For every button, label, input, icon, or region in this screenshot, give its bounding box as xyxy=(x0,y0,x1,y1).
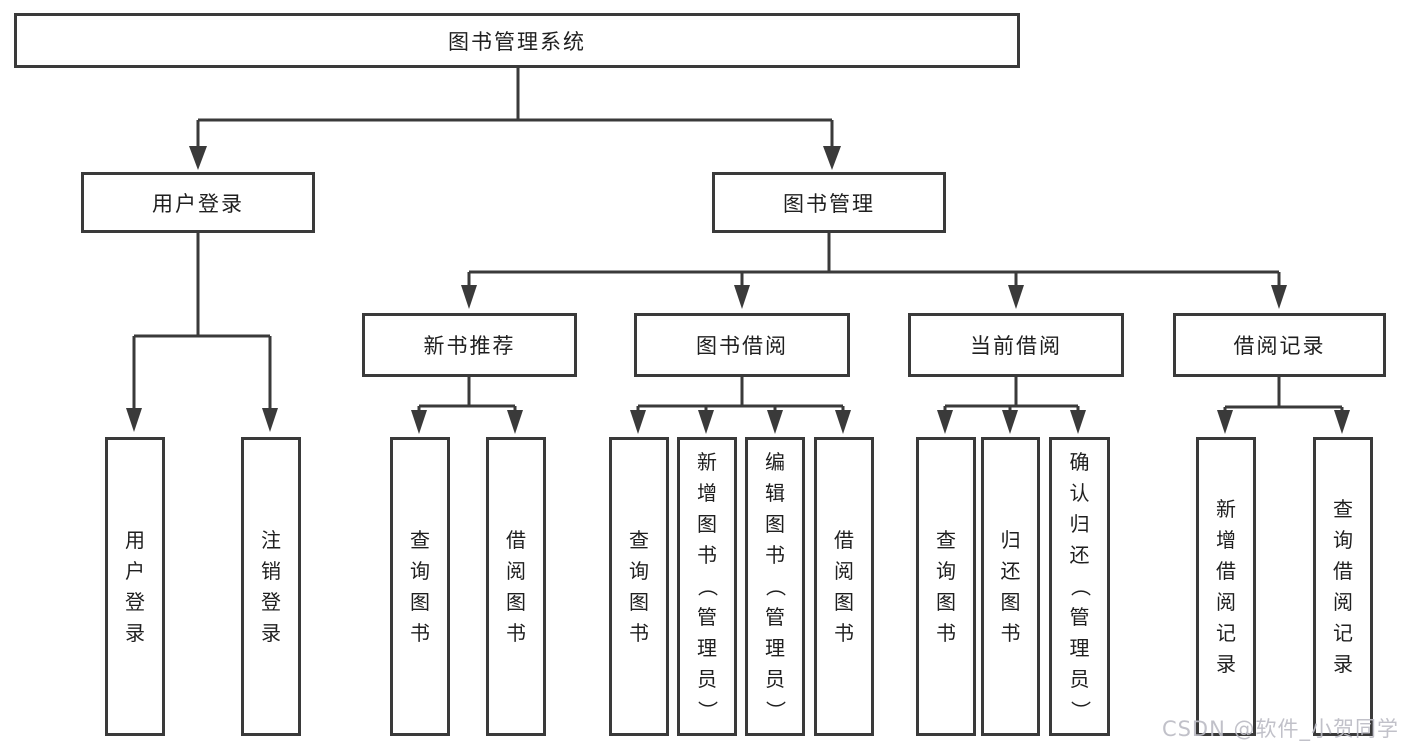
node-current-borrow-label: 当前借阅 xyxy=(970,334,1062,358)
connector-book-borrow-to-leaves xyxy=(630,377,851,434)
leaf-borrow-books-recommend: 借阅图书 xyxy=(486,437,546,736)
leaf-add-books-admin: 新增图书（管理员） xyxy=(677,437,737,736)
leaf-query-books-recommend: 查询图书 xyxy=(390,437,450,736)
leaf-query-borrow-record: 查询借阅记录 xyxy=(1313,437,1373,736)
node-library-system-label: 图书管理系统 xyxy=(448,29,586,54)
csdn-watermark: CSDN @软件_小贺同学 xyxy=(1161,717,1399,741)
node-book-borrow: 图书借阅 xyxy=(634,313,850,377)
connector-borrow-records-to-leaves xyxy=(1217,377,1350,434)
leaf-query-books-recommend-label: 查询图书 xyxy=(410,527,430,645)
connector-user-login-to-leaves xyxy=(126,233,278,432)
node-new-book-recommend-label: 新书推荐 xyxy=(423,334,516,358)
leaf-return-books-label: 归还图书 xyxy=(1000,527,1021,645)
leaf-add-borrow-record: 新增借阅记录 xyxy=(1196,437,1256,736)
node-book-management: 图书管理 xyxy=(712,172,946,233)
node-borrow-records-label: 借阅记录 xyxy=(1233,334,1326,358)
leaf-query-borrow-record-label: 查询借阅记录 xyxy=(1333,496,1353,676)
node-book-management-label: 图书管理 xyxy=(783,191,875,216)
connector-root-to-level2 xyxy=(189,67,841,170)
leaf-borrow-books-label: 借阅图书 xyxy=(834,527,854,645)
node-new-book-recommend: 新书推荐 xyxy=(362,313,577,377)
leaf-edit-books-admin-label: 编辑图书（管理员） xyxy=(763,450,788,721)
leaf-confirm-return-admin-label: 确认归还（管理员） xyxy=(1068,450,1092,721)
leaf-user-login-label: 用户登录 xyxy=(125,527,145,645)
node-book-borrow-label: 图书借阅 xyxy=(696,334,788,358)
node-borrow-records: 借阅记录 xyxy=(1173,313,1386,377)
connector-current-borrow-to-leaves xyxy=(937,377,1086,434)
leaf-return-books: 归还图书 xyxy=(981,437,1040,736)
leaf-user-login: 用户登录 xyxy=(105,437,165,736)
leaf-query-books-current: 查询图书 xyxy=(916,437,976,736)
leaf-logout: 注销登录 xyxy=(241,437,301,736)
node-library-system: 图书管理系统 xyxy=(14,13,1020,68)
leaf-logout-label: 注销登录 xyxy=(261,527,281,645)
leaf-confirm-return-admin: 确认归还（管理员） xyxy=(1049,437,1110,736)
node-user-login-label: 用户登录 xyxy=(152,191,244,216)
leaf-edit-books-admin: 编辑图书（管理员） xyxy=(745,437,805,736)
connector-new-books-to-leaves xyxy=(411,377,523,434)
leaf-borrow-books: 借阅图书 xyxy=(814,437,874,736)
node-user-login: 用户登录 xyxy=(81,172,315,233)
leaf-query-books-borrow: 查询图书 xyxy=(609,437,669,736)
leaf-query-books-borrow-label: 查询图书 xyxy=(629,527,649,645)
node-current-borrow: 当前借阅 xyxy=(908,313,1124,377)
leaf-add-books-admin-label: 新增图书（管理员） xyxy=(695,450,720,721)
leaf-add-borrow-record-label: 新增借阅记录 xyxy=(1216,496,1236,676)
connector-book-management-to-level3 xyxy=(461,233,1287,309)
leaf-borrow-books-recommend-label: 借阅图书 xyxy=(506,527,526,645)
leaf-query-books-current-label: 查询图书 xyxy=(936,527,956,645)
